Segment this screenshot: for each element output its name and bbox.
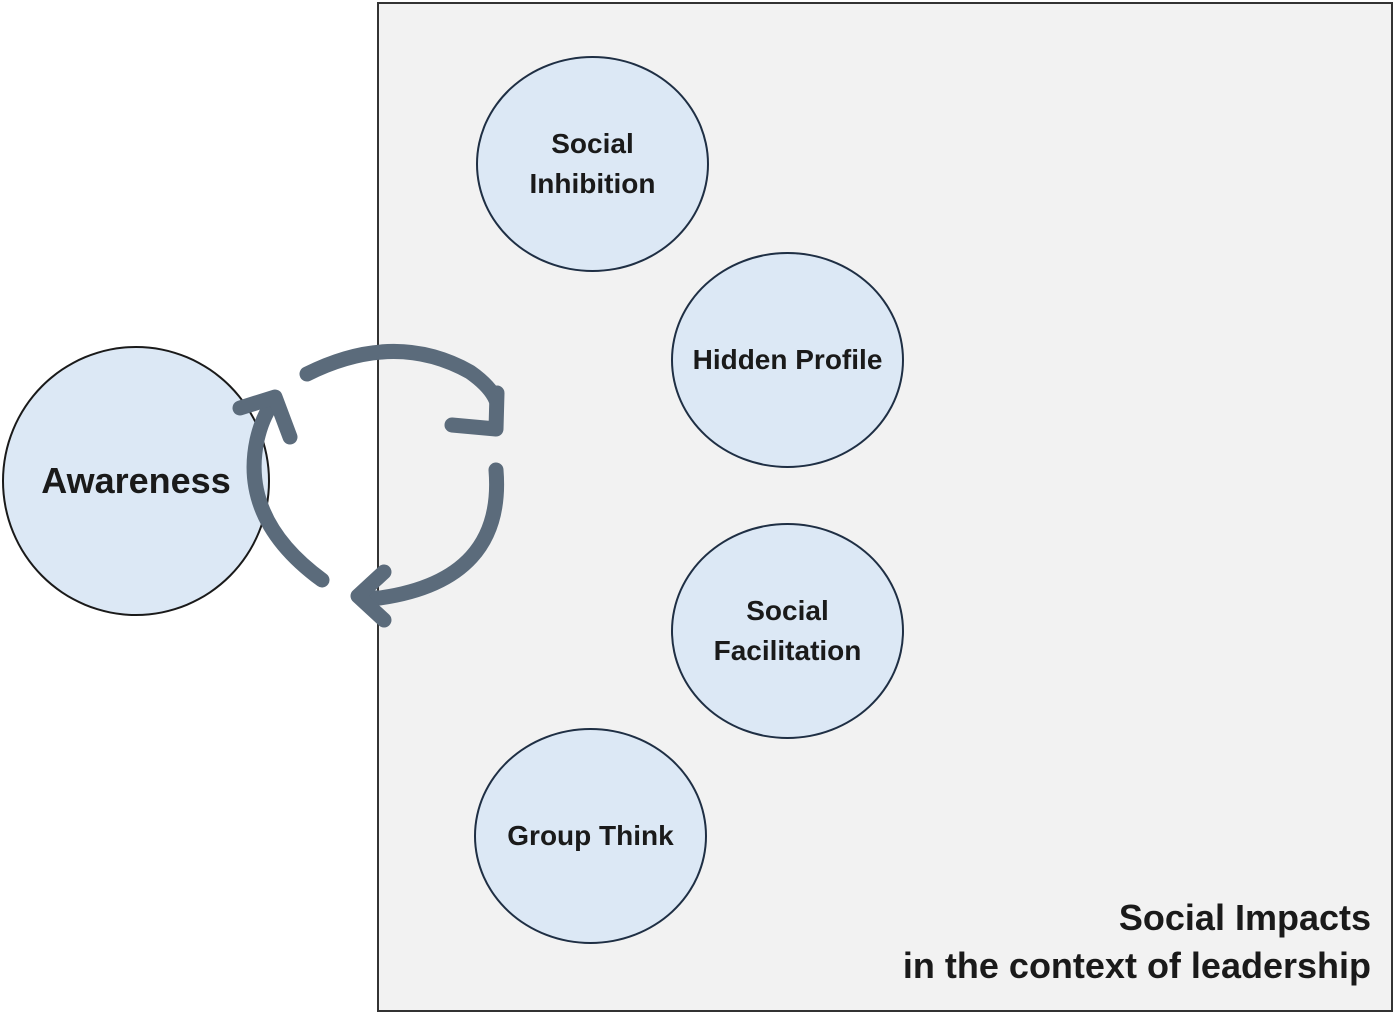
panel-caption-line1: Social Impacts [1118, 897, 1371, 938]
node-group-think: Group Think [474, 728, 707, 944]
node-awareness: Awareness [2, 346, 270, 616]
node-label: Hidden Profile [692, 344, 883, 375]
panel-caption-line2: in the context of leadership [902, 945, 1371, 986]
awareness-label: Awareness [41, 460, 231, 501]
node-social-inhibition: Social Inhibition [476, 56, 709, 272]
node-hidden-profile: Hidden Profile [671, 252, 904, 468]
node-label: Social Facilitation [713, 595, 862, 666]
node-label: Group Think [507, 820, 674, 851]
panel-caption: Social Impacts in the context of leaders… [903, 894, 1371, 990]
node-label: Social Inhibition [529, 128, 656, 199]
node-social-facilitation: Social Facilitation [671, 523, 904, 739]
